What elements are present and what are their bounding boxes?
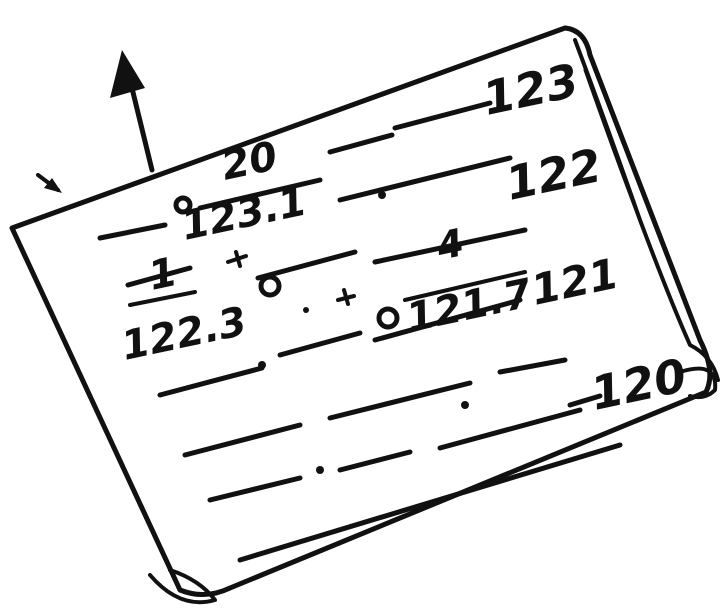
fraction-1: 20 123.1 [178,133,311,250]
paper-sheet [9,25,720,605]
fraction-3-numerator: 4 [432,220,468,269]
line-label-123: 123 [478,53,583,126]
fraction-2-numerator: 1 [145,249,182,300]
line-label-120: 120 [586,348,691,421]
fraction-3-denominator: 121.7 [403,270,536,341]
fraction-1-numerator: 20 [218,133,282,190]
ruled-lines [97,100,623,563]
fraction-3: 4 121.7 [403,220,536,342]
up-arrow-icon [110,50,155,173]
fraction-1-denominator: 123.1 [178,178,311,249]
fraction-2-denominator: 122.3 [118,298,251,369]
fraction-bars [128,270,527,307]
pointer-arrow-icon [36,173,62,193]
dot-marker-icon [258,191,469,474]
line-label-122: 122 [501,138,606,211]
line-label-121: 121 [527,249,623,315]
circle-markers [173,195,400,330]
